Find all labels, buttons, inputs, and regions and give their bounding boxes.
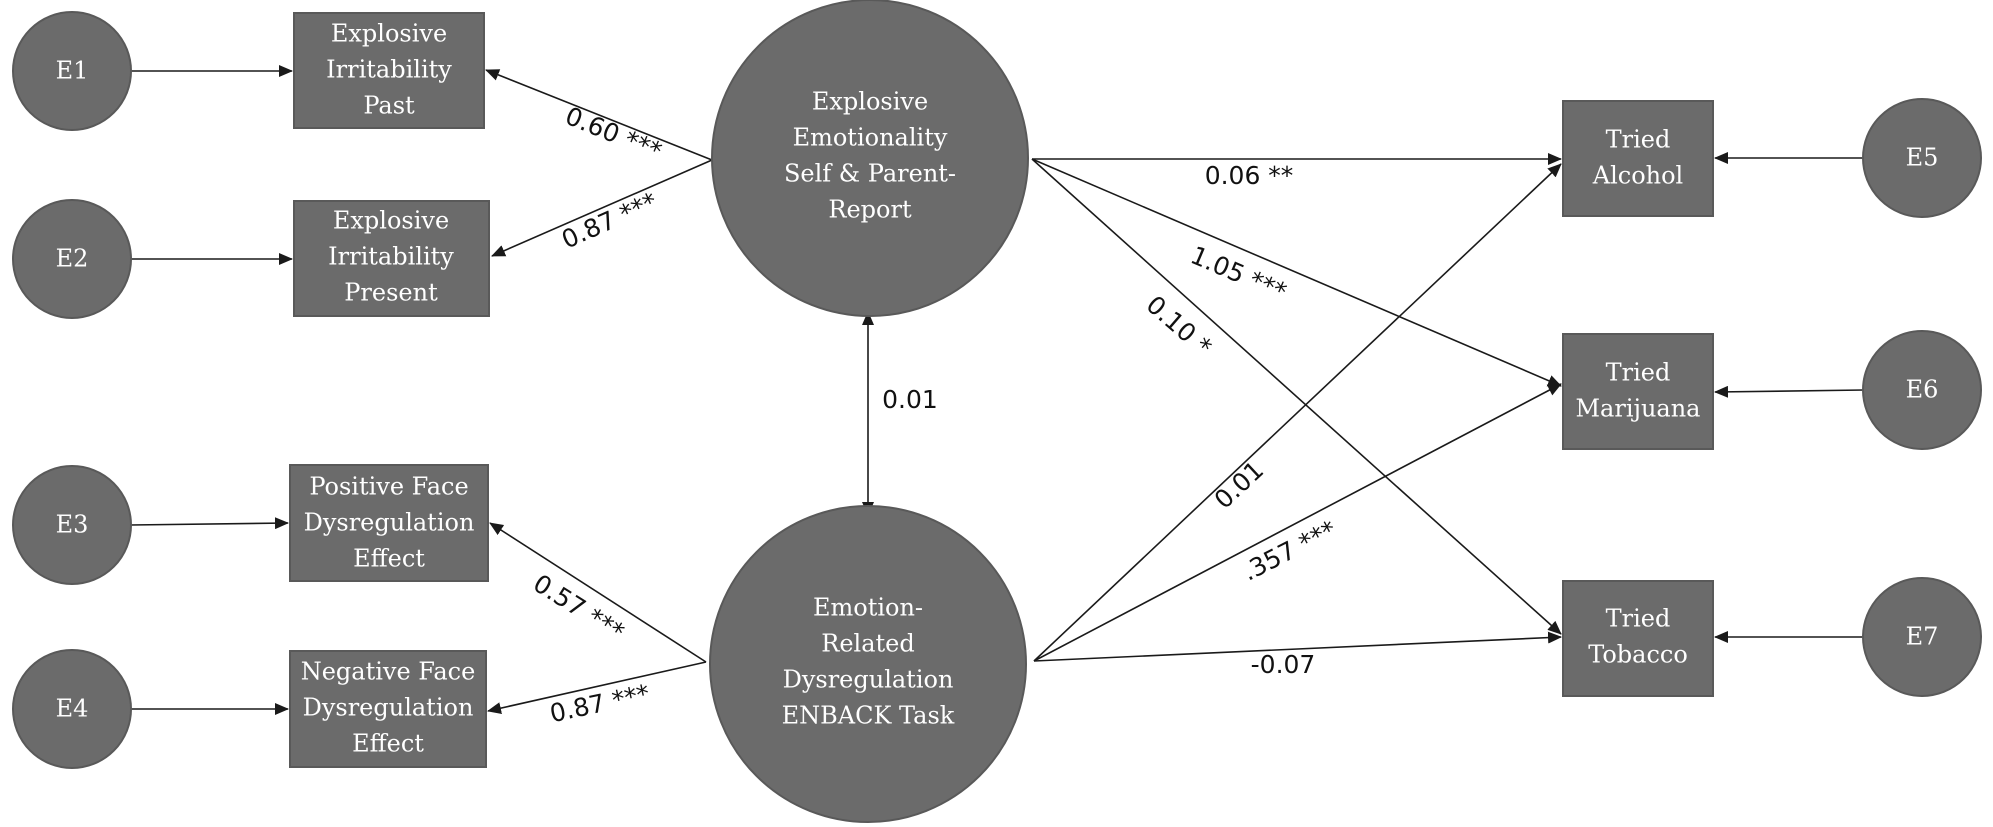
indicator-positive-face-line-1: Positive Face xyxy=(309,473,468,501)
indicator-irritability-present: Explosive Irritability Present xyxy=(293,200,490,317)
error-label-e7: E7 xyxy=(1906,623,1939,651)
error-node-e2: E2 xyxy=(12,199,132,319)
outcome-tried-tobacco: Tried Tobacco xyxy=(1562,580,1714,697)
path-label-explosive-alcohol: 0.06 ** xyxy=(1205,161,1294,190)
indicator-irritability-past-line-2: Irritability xyxy=(326,56,452,84)
error-label-e6: E6 xyxy=(1906,376,1939,404)
outcome-boxes: Tried Alcohol Tried Marijuana Tried Toba… xyxy=(1562,100,1714,697)
indicator-irritability-past-line-3: Past xyxy=(363,92,415,120)
outcome-tobacco-line-1: Tried xyxy=(1606,605,1671,633)
indicator-irritability-past: Explosive Irritability Past xyxy=(293,12,485,129)
edge-explosive-irritability-past xyxy=(485,69,713,161)
error-node-e5: E5 xyxy=(1862,98,1982,218)
loading-label-irritability-present: 0.87 *** xyxy=(557,187,661,255)
edge-e3-positive-face xyxy=(129,517,289,530)
indicator-positive-face-line-3: Effect xyxy=(353,545,425,573)
error-node-e7: E7 xyxy=(1862,577,1982,697)
error-node-e4: E4 xyxy=(12,649,132,769)
edge-emotion-negative-face xyxy=(487,661,707,715)
error-terms: E1 E2 E3 E4 E5 E6 E7 xyxy=(12,11,1982,769)
error-label-e3: E3 xyxy=(56,511,89,539)
outcome-marijuana-line-2: Marijuana xyxy=(1575,395,1700,423)
latent-variables: Explosive Emotionality Self & Parent- Re… xyxy=(709,0,1029,823)
latent-explosive-line-3: Self & Parent- xyxy=(784,160,956,188)
path-label-emotion-tobacco: -0.07 xyxy=(1251,650,1316,679)
error-label-e5: E5 xyxy=(1906,144,1939,172)
edge-explosive-irritability-present xyxy=(491,159,713,257)
indicator-irritability-present-line-3: Present xyxy=(344,279,438,307)
loading-label-irritability-past: 0.60 *** xyxy=(561,101,666,166)
edge-explosive-marijuana xyxy=(1031,158,1562,387)
error-node-e3: E3 xyxy=(12,465,132,585)
indicator-negative-face-line-1: Negative Face xyxy=(301,658,476,686)
edge-explosive-tobacco xyxy=(1031,158,1562,635)
outcome-alcohol-line-1: Tried xyxy=(1606,126,1671,154)
outcome-tried-marijuana: Tried Marijuana xyxy=(1562,333,1714,450)
indicator-negative-face-line-2: Dysregulation xyxy=(303,694,474,722)
indicator-positive-face: Positive Face Dysregulation Effect xyxy=(289,464,489,582)
edge-emotion-tobacco xyxy=(1033,631,1562,662)
path-label-explosive-marijuana: 1.05 *** xyxy=(1186,241,1290,307)
path-label-emotion-alcohol: 0.01 xyxy=(1209,455,1269,514)
outcome-tried-alcohol: Tried Alcohol xyxy=(1562,100,1714,217)
error-label-e4: E4 xyxy=(56,695,89,723)
edge-emotion-marijuana xyxy=(1033,383,1562,662)
latent-explosive-line-1: Explosive xyxy=(812,88,928,116)
indicator-positive-face-line-2: Dysregulation xyxy=(304,509,475,537)
error-label-e2: E2 xyxy=(56,245,89,273)
path-label-emotion-marijuana: .357 *** xyxy=(1238,515,1341,587)
latent-emotion-line-3: Dysregulation xyxy=(783,666,954,694)
outcome-alcohol-line-2: Alcohol xyxy=(1592,162,1683,190)
indicator-irritability-past-line-1: Explosive xyxy=(331,20,447,48)
error-label-e1: E1 xyxy=(56,57,89,85)
edges xyxy=(129,65,1865,715)
latent-emotion-related-dysregulation: Emotion- Related Dysregulation ENBACK Ta… xyxy=(709,505,1027,823)
edge-emotion-positive-face xyxy=(489,522,707,663)
edge-emotion-alcohol xyxy=(1033,163,1562,662)
indicator-irritability-present-line-2: Irritability xyxy=(328,243,454,271)
indicator-irritability-present-line-1: Explosive xyxy=(333,207,449,235)
latent-emotion-line-2: Related xyxy=(821,630,914,658)
error-node-e6: E6 xyxy=(1862,330,1982,450)
correlation-label: 0.01 xyxy=(882,385,938,414)
edge-e6-marijuana xyxy=(1714,385,1865,398)
latent-explosive-line-2: Emotionality xyxy=(793,124,948,152)
latent-explosive-emotionality: Explosive Emotionality Self & Parent- Re… xyxy=(711,0,1029,317)
outcome-marijuana-line-1: Tried xyxy=(1606,359,1671,387)
indicator-negative-face-line-3: Effect xyxy=(352,730,424,758)
indicator-boxes: Explosive Irritability Past Explosive Ir… xyxy=(289,12,490,768)
path-label-explosive-tobacco: 0.10 * xyxy=(1141,290,1217,362)
error-node-e1: E1 xyxy=(12,11,132,131)
outcome-tobacco-line-2: Tobacco xyxy=(1588,641,1688,669)
latent-emotion-line-4: ENBACK Task xyxy=(782,702,955,730)
latent-emotion-line-1: Emotion- xyxy=(813,594,923,622)
latent-explosive-line-4: Report xyxy=(828,196,912,224)
indicator-negative-face: Negative Face Dysregulation Effect xyxy=(289,650,487,768)
